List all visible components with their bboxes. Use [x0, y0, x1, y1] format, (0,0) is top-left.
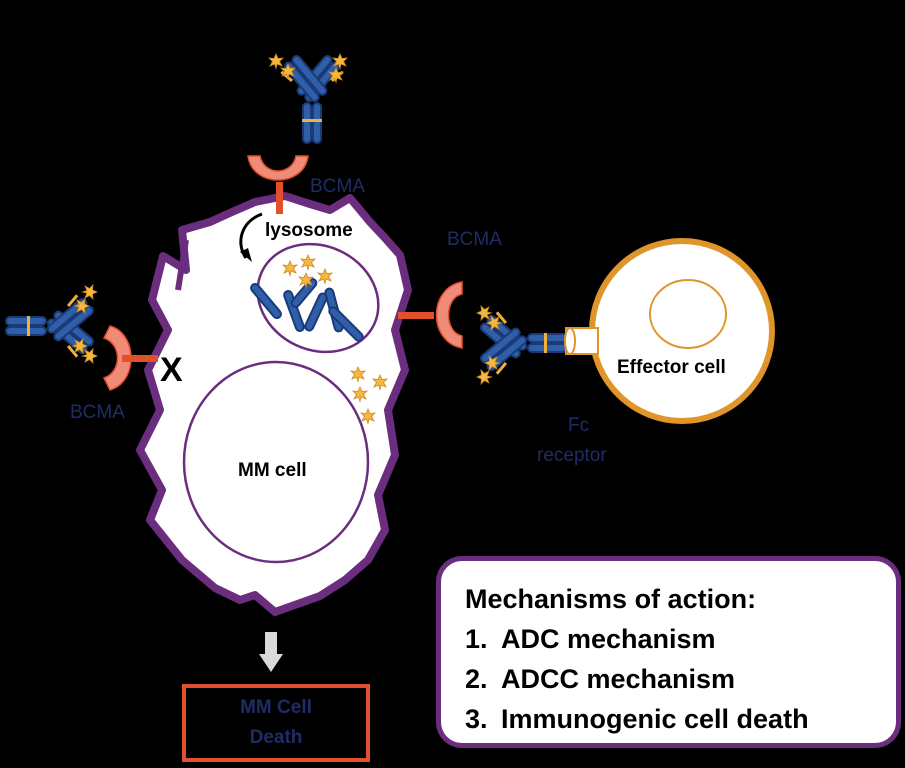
effector-nucleus: [649, 279, 727, 349]
list-item: 1.ADC mechanism: [465, 624, 716, 654]
fc-receptor-label-line2: receptor: [537, 445, 607, 466]
bcma-label-left: BCMA: [70, 402, 125, 423]
bcma-label-right: BCMA: [447, 229, 502, 250]
mm-cell-label: MM cell: [238, 460, 307, 481]
mechanisms-panel: Mechanisms of action: 1.ADC mechanism 2.…: [436, 556, 901, 748]
list-item: 2.ADCC mechanism: [465, 664, 736, 694]
bcma-receptor-icon: [247, 155, 309, 214]
death-label-line2: Death: [249, 727, 303, 748]
antibody-drug-conjugate-icon: [268, 53, 348, 144]
death-label-line1: MM Cell: [240, 697, 312, 718]
effector-cell-label: Effector cell: [617, 357, 726, 378]
bcma-receptor-icon: [398, 281, 463, 349]
down-arrow-icon: [259, 632, 283, 672]
mechanisms-title: Mechanisms of action:: [465, 584, 757, 614]
lysosome-label: lysosome: [265, 220, 353, 241]
nucleus: [182, 360, 370, 564]
antibody-drug-conjugate-icon: [476, 305, 569, 385]
antibody-drug-conjugate-icon: [4, 284, 98, 364]
fc-receptor-icon: [564, 327, 599, 355]
bcma-label-top: BCMA: [310, 176, 365, 197]
list-item: 3.Immunogenic cell death: [465, 704, 809, 734]
bcma-receptor-icon: [102, 325, 158, 391]
blocked-x-mark: X: [160, 351, 183, 389]
mm-cell-death-box: MM Cell Death: [182, 684, 370, 762]
fc-receptor-label-line1: Fc: [568, 415, 589, 436]
internalized-antibody-fragments-icon: [250, 278, 364, 342]
mechanisms-list: 1.ADC mechanism 2.ADCC mechanism 3.Immun…: [465, 619, 896, 739]
